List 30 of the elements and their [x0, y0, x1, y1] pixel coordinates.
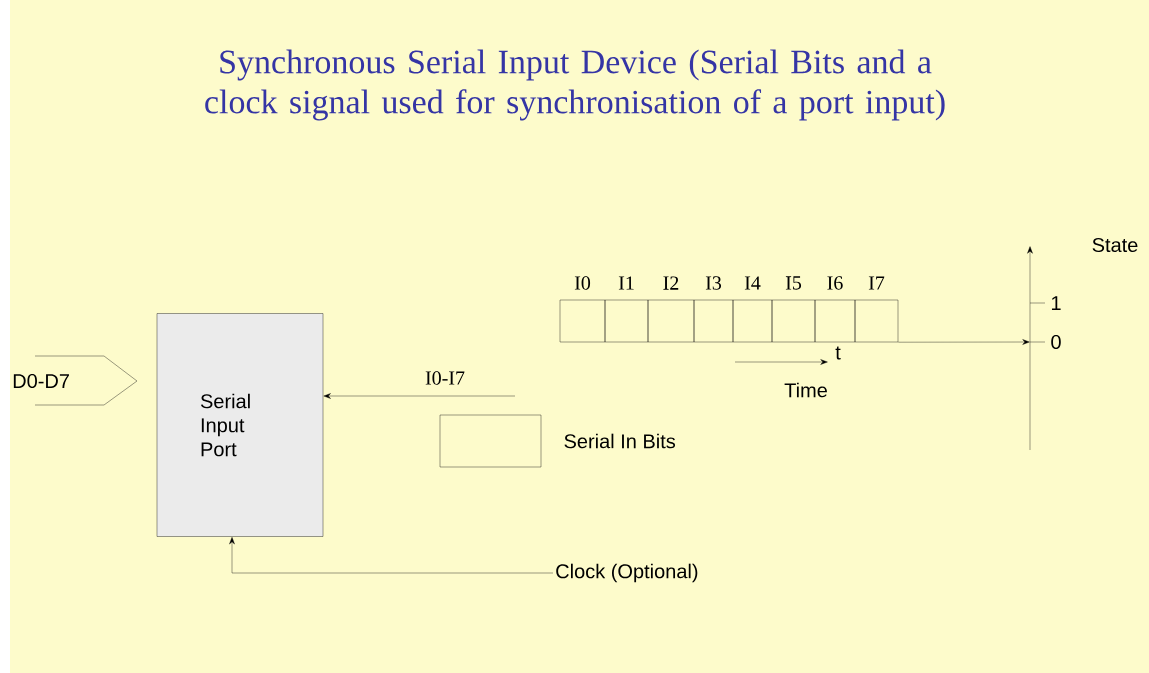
- bit-cell: I4: [732, 276, 773, 343]
- axis-label: State: [1092, 237, 1138, 253]
- bit-cell: I3: [693, 276, 734, 343]
- node-label: I2: [663, 276, 679, 290]
- arrow: [229, 537, 554, 574]
- tick-label: 1: [1051, 296, 1061, 310]
- axis-label: Time: [784, 382, 827, 398]
- node-label: I1: [618, 276, 634, 290]
- bit-cell: I7: [854, 276, 899, 343]
- node-label: I3: [705, 276, 722, 290]
- axis-label: t: [835, 346, 841, 360]
- port-box: Serial Input Port: [156, 313, 324, 537]
- edge-label: I0-I7: [425, 371, 465, 385]
- node-label: I7: [868, 276, 885, 290]
- node-label: I0: [574, 276, 591, 290]
- arrow: [898, 339, 1030, 345]
- node-label: I6: [827, 276, 843, 290]
- node-label: I5: [785, 276, 802, 290]
- bit-cell: I0: [559, 276, 606, 343]
- tick-label: 0: [1051, 334, 1061, 350]
- bit-cell: I6: [814, 276, 856, 343]
- bit-cell: I1: [604, 276, 649, 343]
- signal-label: Clock (Optional): [556, 563, 698, 583]
- bit-cell: I2: [647, 276, 695, 343]
- bus-connector: D0-D7: [13, 355, 138, 406]
- node-label: I4: [744, 276, 761, 290]
- title: Synchronous Serial Input Device (Serial Bits and a clock signal used for synchronisation of a port input): [205, 49, 945, 121]
- legend-text: Serial In Bits: [564, 433, 676, 449]
- bit-cell: I5: [771, 276, 816, 343]
- arrow: [323, 393, 516, 399]
